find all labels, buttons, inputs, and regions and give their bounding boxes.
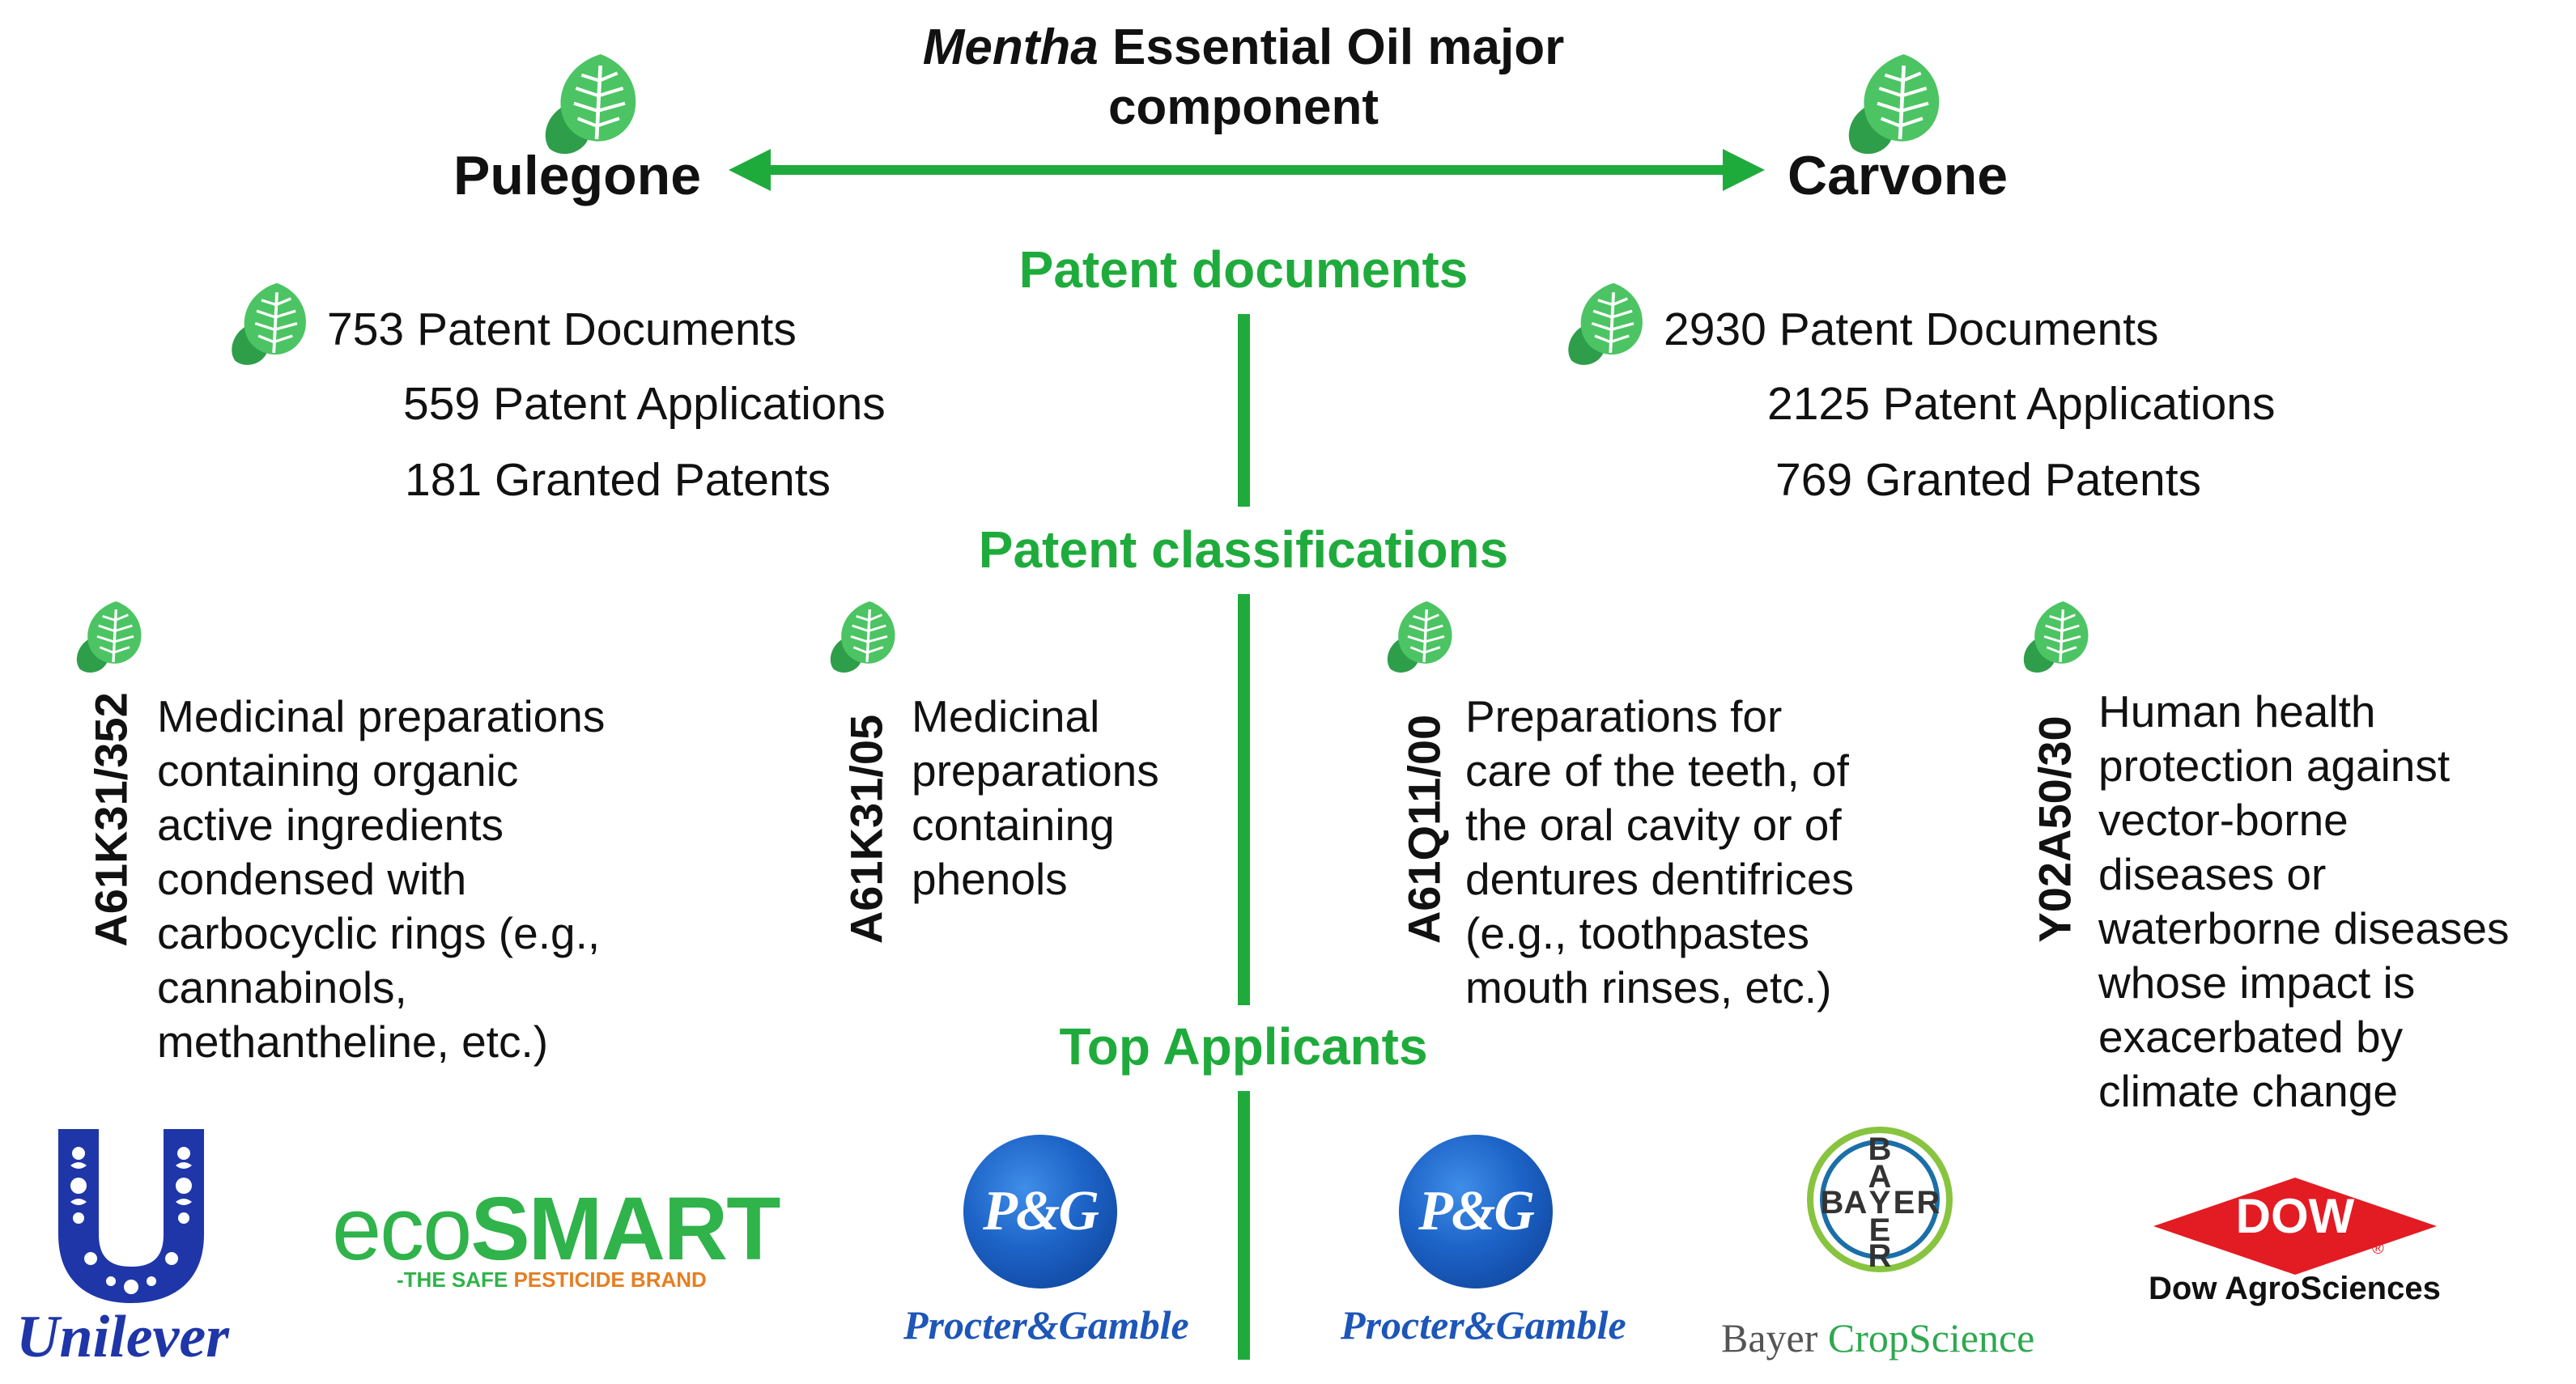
leaf-icon <box>223 278 316 371</box>
divider-line <box>1238 314 1250 507</box>
title-italic: Mentha <box>922 19 1099 75</box>
section-top-applicants: Top Applicants <box>1059 1017 1428 1076</box>
description-line: containing organic <box>157 745 519 796</box>
title-line2: component <box>1107 79 1379 135</box>
description-line: containing <box>912 800 1115 850</box>
description-line: protection against <box>2098 741 2451 791</box>
unilever-logo-text: Unilever <box>16 1304 230 1370</box>
description-line: whose impact is <box>2098 957 2416 1008</box>
divider-line <box>1238 594 1250 1005</box>
pulegone-granted: 181 Granted Patents <box>405 454 831 506</box>
pg-logo-text: Procter&Gamble <box>903 1302 1189 1348</box>
description-line: carbocyclic rings (e.g., <box>157 908 601 958</box>
pg-logo-icon: P&G <box>963 1135 1117 1288</box>
ecosmart-eco: eco <box>332 1179 472 1279</box>
description-line: methantheline, etc.) <box>157 1017 549 1067</box>
bayer-letter: A <box>1868 1159 1892 1195</box>
description-line: climate change <box>2098 1066 2398 1116</box>
pulegone-label: Pulegone <box>453 145 702 206</box>
bayer-letter: B <box>1820 1185 1844 1221</box>
description-line: active ingredients <box>157 800 504 850</box>
leaf-icon <box>823 597 903 678</box>
classification-description: Preparations for care of the teeth, of t… <box>1465 690 2032 1015</box>
bayer-letter: Y <box>1868 1185 1891 1221</box>
pg-logo-text: Procter&Gamble <box>1341 1302 1626 1348</box>
description-line: cannabinols, <box>157 962 407 1013</box>
leaf-icon <box>1559 278 1652 371</box>
dow-logo-text: DOW <box>2235 1189 2355 1243</box>
description-line: dentures dentifrices <box>1465 854 1854 904</box>
classification-code: A61K31/05 <box>840 714 892 945</box>
carvone-label: Carvone <box>1787 145 2009 206</box>
ecosmart-tagline-part: PESTICIDE BRAND <box>513 1267 707 1292</box>
section-patent-classifications: Patent classifications <box>978 520 1509 579</box>
divider-line <box>1238 1091 1250 1360</box>
pg-logo-icon: P&G <box>1399 1135 1553 1288</box>
leaf-icon <box>1379 597 1460 678</box>
carvone-documents: 2930 Patent Documents <box>1664 304 2159 355</box>
description-line: the oral cavity or of <box>1465 800 1842 850</box>
description-line: vector-borne <box>2098 795 2349 845</box>
leaf-icon <box>69 597 150 678</box>
bayer-logo-text: Bayer CropScience <box>1721 1314 2034 1361</box>
bayer-name-part: CropScience <box>1827 1315 2035 1361</box>
description-line: Preparations for <box>1465 691 1783 741</box>
description-line: (e.g., toothpastes <box>1465 908 1809 958</box>
description-line: Medicinal <box>912 691 1100 741</box>
bayer-letter: B <box>1868 1131 1892 1167</box>
bayer-letter: R <box>1916 1185 1941 1221</box>
description-line: mouth rinses, etc.) <box>1465 962 1832 1013</box>
description-line: waterborne diseases <box>2098 903 2510 953</box>
bayer-cross-icon <box>1807 1127 1953 1272</box>
ecosmart-smart: SMART <box>470 1179 780 1279</box>
bayer-letter: E <box>1868 1212 1891 1248</box>
leaf-icon <box>2016 597 2097 678</box>
pulegone-applications: 559 Patent Applications <box>403 378 886 430</box>
dow-agrosciences-text: Dow AgroSciences <box>2149 1271 2441 1306</box>
pulegone-documents: 753 Patent Documents <box>327 304 797 355</box>
dow-diamond-icon <box>2153 1178 2437 1275</box>
bayer-name-part: Bayer <box>1721 1315 1828 1361</box>
section-patent-documents: Patent documents <box>1018 240 1469 299</box>
classification-description: Human health protection against vector-b… <box>2098 685 2568 1119</box>
classification-description: Medicinal preparations containing organi… <box>157 690 740 1069</box>
description-line: exacerbated by <box>2098 1012 2404 1062</box>
description-line: Human health <box>2098 686 2376 737</box>
description-line: diseases or <box>2098 849 2327 899</box>
unilever-logo-icon <box>58 1129 204 1303</box>
description-line: phenols <box>912 854 1068 904</box>
ecosmart-logo: ecoSMART <box>332 1178 780 1280</box>
description-line: preparations <box>912 745 1159 796</box>
diagram-title: Mentha Essential Oil major component <box>0 18 2487 138</box>
bayer-letter: A <box>1843 1185 1868 1221</box>
title-rest: Essential Oil major <box>1098 19 1565 75</box>
bayer-letter: R <box>1868 1238 1892 1274</box>
double-arrow <box>729 149 1765 191</box>
description-line: care of the teeth, of <box>1465 745 1849 796</box>
carvone-applications: 2125 Patent Applications <box>1767 378 2276 430</box>
description-line: Medicinal preparations <box>157 691 606 741</box>
dow-registered-mark: ® <box>2372 1240 2384 1258</box>
ecosmart-tagline-part: -THE SAFE <box>397 1267 514 1292</box>
classification-code: Y02A50/30 <box>2029 715 2081 943</box>
classification-code: A61K31/352 <box>85 692 137 947</box>
bayer-letter: E <box>1893 1185 1915 1221</box>
ecosmart-tagline: -THE SAFE PESTICIDE BRAND <box>397 1267 707 1293</box>
description-line: condensed with <box>157 854 467 904</box>
carvone-granted: 769 Granted Patents <box>1775 454 2202 506</box>
classification-code: A61Q11/00 <box>1398 714 1450 945</box>
classification-description: Medicinal preparations containing phenol… <box>912 690 1430 906</box>
